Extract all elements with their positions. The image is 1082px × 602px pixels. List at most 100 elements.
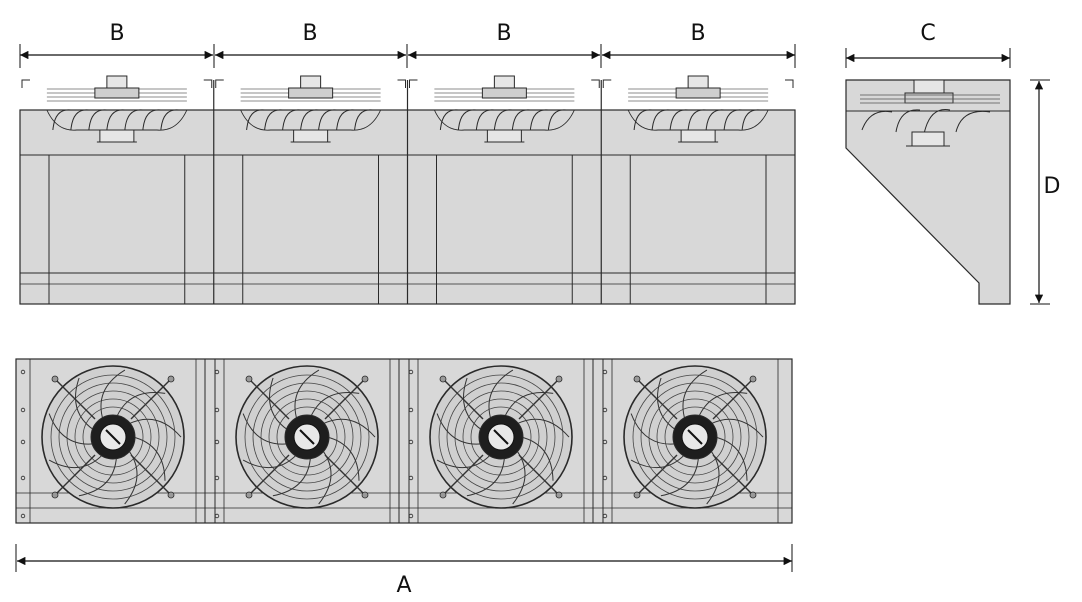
guard-bolt (167, 375, 175, 383)
front-view (19, 75, 796, 305)
guard-arm (324, 378, 366, 420)
bottom-view (15, 358, 793, 524)
guard-arm (130, 454, 172, 496)
guard-arm (712, 378, 754, 420)
guard-arm (636, 378, 678, 420)
hub-mark (299, 429, 315, 445)
hub-mark (687, 429, 703, 445)
mounting-hole (214, 439, 220, 445)
guard-bolt (633, 491, 641, 499)
fan-hub (99, 129, 135, 143)
mounting-hole (20, 475, 26, 481)
guard-ring (260, 390, 354, 484)
guard-arm (54, 454, 96, 496)
mounting-hole (602, 369, 608, 375)
mounting-hole (214, 513, 220, 519)
guard-ring (648, 390, 742, 484)
top-bracket (602, 79, 794, 88)
guard-bolt (361, 375, 369, 383)
guard-ring (664, 406, 726, 468)
motor-body (675, 87, 721, 99)
guard-bolt (555, 375, 563, 383)
fan-blade (242, 369, 376, 505)
side-fan-hub (911, 131, 945, 147)
motor-box (493, 75, 515, 89)
top-bracket (215, 79, 406, 88)
label-b-1: B (109, 21, 124, 46)
mounting-hole (20, 407, 26, 413)
guard-arm (712, 454, 754, 496)
guard-ring (470, 406, 532, 468)
guard-ring (276, 406, 338, 468)
mounting-hole (214, 407, 220, 413)
guard-arm (324, 454, 366, 496)
label-b-2: B (302, 21, 317, 46)
guard-bolt (51, 491, 59, 499)
motor-box (106, 75, 128, 89)
guard-ring (462, 398, 540, 476)
guard-ring (66, 390, 160, 484)
dimension-c-group: C (845, 21, 1011, 68)
label-b-4: B (690, 21, 705, 46)
label-b-3: B (496, 21, 511, 46)
guard-bolt (749, 375, 757, 383)
bottom-fan-module (592, 359, 779, 523)
guard-bolt (245, 375, 253, 383)
guard-ring (82, 406, 144, 468)
mounting-hole (602, 513, 608, 519)
label-c: C (920, 21, 935, 46)
fan-hub (293, 129, 329, 143)
guard-arm (54, 378, 96, 420)
guard-ring (244, 374, 370, 500)
guard-arm (130, 378, 172, 420)
guard-bolt (633, 375, 641, 383)
guard-bolt (167, 491, 175, 499)
guard-arm (518, 454, 560, 496)
fan-blades (439, 109, 567, 131)
guard-arm (248, 378, 290, 420)
motor-box (300, 75, 322, 89)
guard-ring (632, 374, 758, 500)
top-bracket (21, 79, 213, 88)
side-housing (845, 79, 1011, 305)
mounting-hole (408, 369, 414, 375)
guard-arm (248, 454, 290, 496)
mounting-hole (20, 439, 26, 445)
motor-body (481, 87, 527, 99)
mounting-hole (214, 369, 220, 375)
fan-hub (486, 129, 522, 143)
bottom-fan-module (204, 359, 391, 523)
mounting-hole (602, 475, 608, 481)
hub-mark (105, 429, 121, 445)
front-module (406, 75, 600, 304)
guard-ring (656, 398, 734, 476)
guard-ring (50, 374, 176, 500)
guard-bolt (439, 375, 447, 383)
guard-ring (446, 382, 556, 492)
mounting-hole (20, 513, 26, 519)
dimension-b-group: B B B B (19, 21, 796, 68)
guard-bolt (245, 491, 253, 499)
mounting-hole (602, 439, 608, 445)
mounting-hole (408, 407, 414, 413)
mounting-hole (602, 407, 608, 413)
side-motor-box (913, 79, 945, 94)
side-view (845, 79, 1011, 305)
fan-blades (246, 109, 373, 131)
guard-ring (438, 374, 564, 500)
front-module (600, 75, 794, 304)
motor-box (687, 75, 709, 89)
fan-blade (436, 369, 570, 505)
label-d: D (1044, 174, 1061, 199)
mounting-hole (408, 513, 414, 519)
guard-ring (58, 382, 168, 492)
fan-blades (52, 109, 179, 131)
fan-hub (680, 129, 716, 143)
dimension-d-group: D (1030, 79, 1061, 305)
front-module (213, 75, 406, 304)
guard-bolt (749, 491, 757, 499)
guard-ring (454, 390, 548, 484)
guard-bolt (555, 491, 563, 499)
